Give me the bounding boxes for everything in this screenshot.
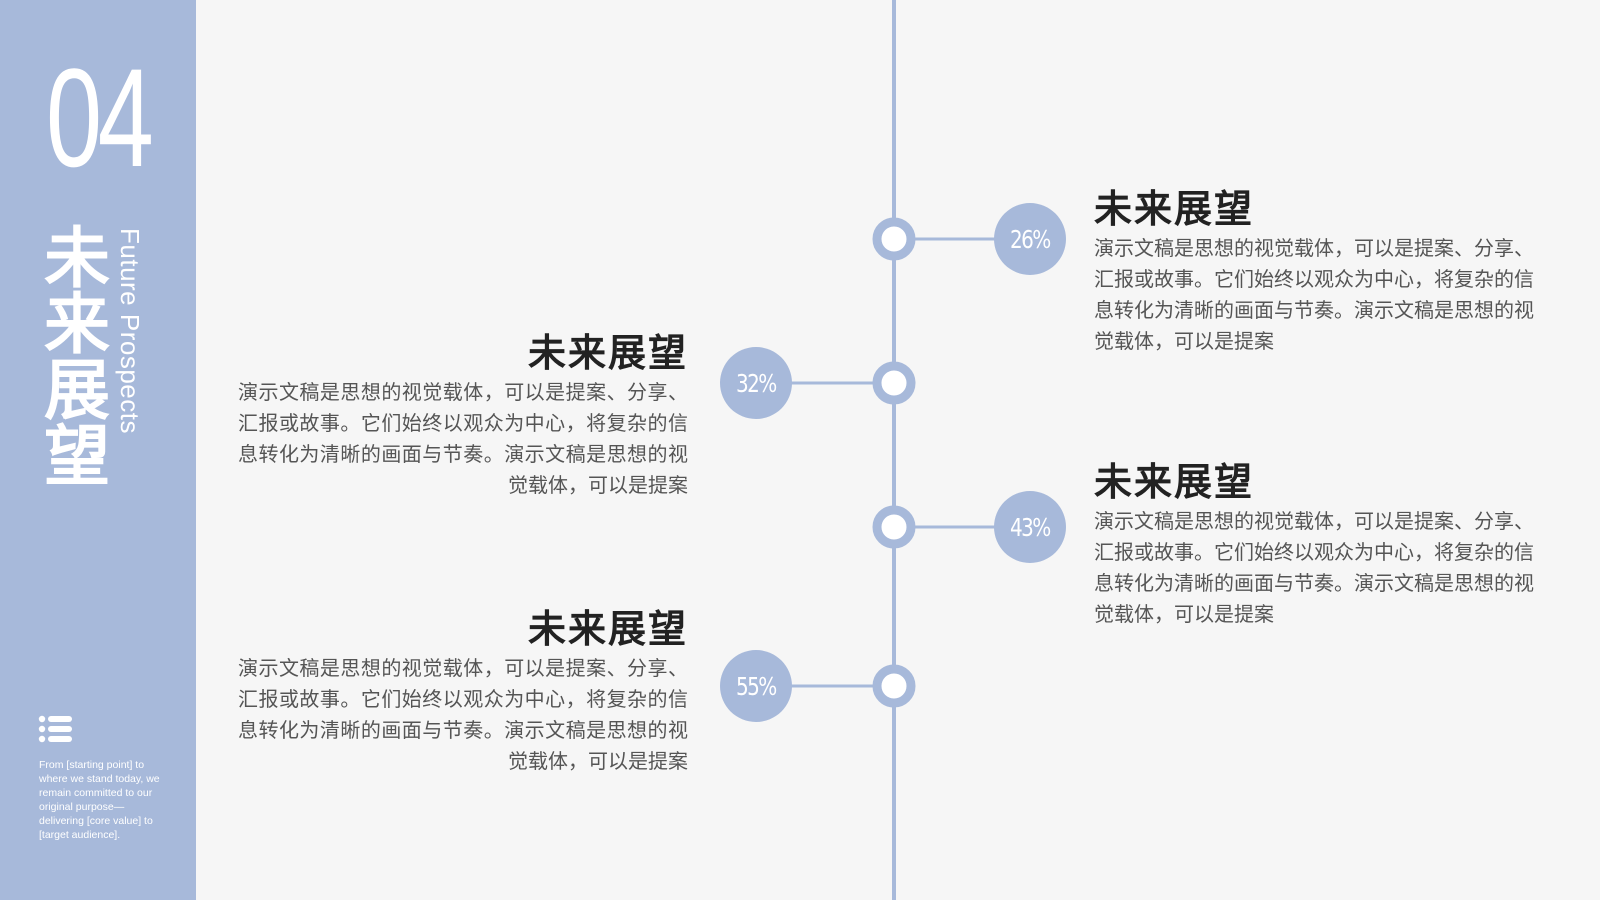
item-body-4: 演示文稿是思想的视觉载体，可以是提案、分享、汇报或故事。它们始终以观众为中心，将… — [238, 656, 688, 773]
item-title-2: 未来展望 — [527, 331, 688, 375]
item-body-2: 演示文稿是思想的视觉载体，可以是提案、分享、汇报或故事。它们始终以观众为中心，将… — [238, 380, 688, 497]
timeline-node-4 — [872, 664, 916, 708]
timeline-node-3 — [872, 505, 916, 549]
item-body-3: 演示文稿是思想的视觉载体，可以是提案、分享、汇报或故事。它们始终以观众为中心，将… — [1094, 509, 1534, 626]
section-title-english: Future Prospects — [115, 228, 145, 434]
percent-badge-3: 43% — [994, 491, 1066, 563]
percent-badge-2: 32% — [720, 347, 792, 419]
section-number: 04 — [46, 39, 154, 196]
section-title-chinese: 未来展望 — [44, 220, 110, 495]
percent-badge-1: 26% — [994, 203, 1066, 275]
sidebar-note: From [starting point] to where we stand … — [39, 759, 160, 841]
item-body-1: 演示文稿是思想的视觉载体，可以是提案、分享、汇报或故事。它们始终以观众为中心，将… — [1094, 236, 1534, 353]
item-title-4: 未来展望 — [527, 607, 688, 651]
percent-badge-4: 55% — [720, 650, 792, 722]
item-title-3: 未来展望 — [1094, 460, 1255, 504]
sidebar: 04 未来展望 Future Prospects From [starting … — [0, 0, 196, 900]
item-title-1: 未来展望 — [1094, 187, 1255, 231]
list-icon — [38, 715, 72, 743]
timeline-node-2 — [872, 361, 916, 405]
timeline-node-1 — [872, 217, 916, 261]
